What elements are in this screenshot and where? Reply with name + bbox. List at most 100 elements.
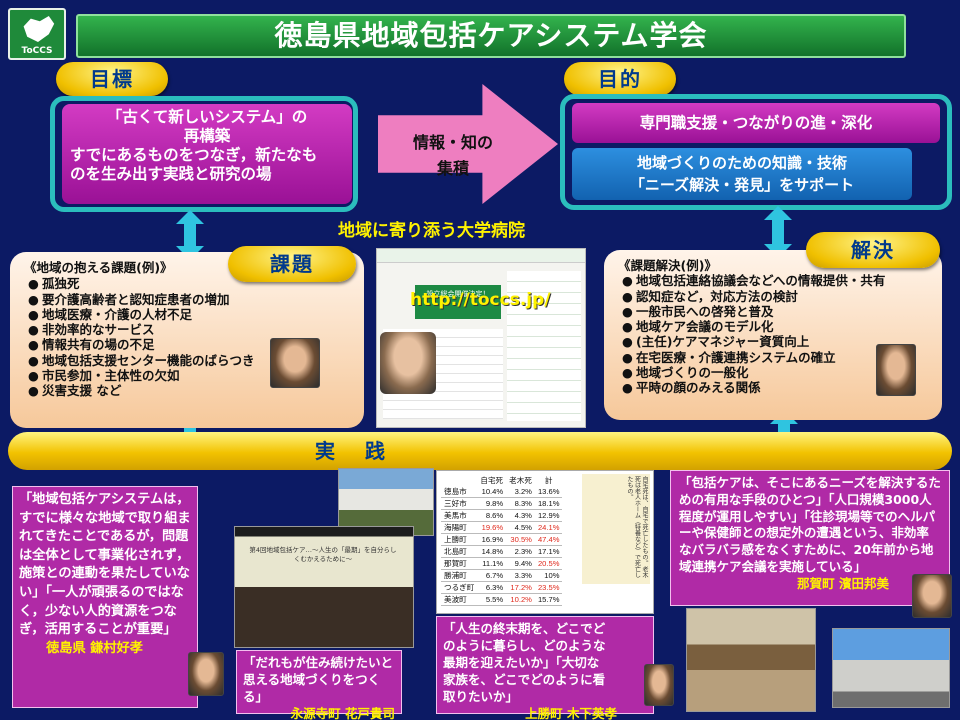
quote-signature: 徳島県 鎌村好孝	[46, 640, 143, 656]
toccs-logo: ToCCS	[8, 8, 66, 60]
quote-text: 「包括ケアは、そこにあるニーズを解決するための有用な手段のひとつ」「人口規模30…	[679, 475, 941, 574]
issue-item: 災害支援 など	[24, 383, 350, 399]
website-banner: 設立総会開催決定！	[415, 285, 501, 319]
table-cell: 10.2%	[506, 593, 535, 606]
person-photo	[380, 332, 436, 394]
purpose-item-2-line-2: 「ニーズ解決・発見」をサポート	[629, 176, 855, 194]
goal-line-1: 「古くて新しいシステム」の	[106, 108, 308, 126]
hospital-photo	[832, 628, 950, 708]
solution-tag: 解決	[806, 232, 940, 268]
issue-item: 地域包括支援センター機能のばらつき	[24, 353, 350, 369]
solution-item: 一般市民への啓発と普及	[618, 304, 928, 320]
table-cell: 30.5%	[506, 533, 535, 546]
table-cell: 2.3%	[506, 545, 535, 558]
table-cell: 美波町	[441, 593, 478, 606]
logo-text: ToCCS	[21, 46, 53, 56]
solution-item: 地域づくりの一般化	[618, 365, 928, 381]
issue-item: 地域医療・介護の人材不足	[24, 307, 350, 323]
website-screenshot[interactable]: 設立総会開催決定！	[376, 248, 586, 428]
goal-box: 「古くて新しいシステム」の 再構築 すでにあるものをつなぎ，新たなも のを生み出…	[62, 104, 352, 204]
quote-signature: 那賀町 濱田邦美	[797, 575, 889, 591]
quote-box: 「地域包括ケアシステムは，すでに様々な地域で取り組まれてきたことであるが，問題は…	[12, 486, 198, 708]
info-arrow-line-2: 集積	[436, 159, 469, 178]
solution-item: 地域包括連絡協議会などへの情報提供・共有	[618, 273, 928, 289]
person-photo	[876, 344, 916, 396]
practice-bar	[8, 432, 952, 470]
table-header: 計	[544, 476, 553, 485]
slide-caption: 第4回地域包括ケア…〜人生の「最期」を自分らしくむかえるために〜	[249, 546, 397, 563]
table-cell: 勝浦町	[441, 569, 478, 582]
issue-item: 要介護高齢者と認知症患者の増加	[24, 292, 350, 308]
table-cell: 10%	[534, 569, 563, 582]
table-cell: 24.1%	[534, 521, 563, 534]
quote-text: 「地域包括ケアシステムは，すでに様々な地域で取り組まれてきたことであるが，問題は…	[19, 492, 191, 638]
solution-item: 認知症など，対応方法の検討	[618, 289, 928, 305]
table-header	[441, 475, 477, 486]
goal-line-2: 再構築	[183, 127, 231, 145]
solutions-box: 《課題解決(例)》 地域包括連絡協議会などへの情報提供・共有 認知症など，対応方…	[604, 250, 942, 420]
quote-box: 「だれもが住み続けたいと思える地域づくりをつくる」 永源寺町 花戸貴司	[236, 650, 402, 720]
practice-label: 実践	[315, 439, 415, 463]
purpose-tag: 目的	[564, 62, 676, 96]
table-cell: 12.9%	[534, 509, 563, 522]
table-cell: 6.3%	[477, 581, 507, 594]
meeting-photo	[686, 608, 816, 712]
table-cell: 海陽町	[441, 521, 478, 534]
table-cell: 8.6%	[477, 509, 507, 522]
table-cell: 4.3%	[506, 509, 535, 522]
goal-tag: 目標	[56, 62, 168, 96]
table-cell: 3.3%	[506, 569, 535, 582]
table-cell: 13.6%	[534, 486, 563, 498]
table-note: 自宅死は、自宅で死亡したもの。老木死は老人ホーム（特養など）で死亡したもの。	[582, 474, 650, 584]
goal-line-3: すでにあるものをつなぎ，新たなも	[70, 146, 318, 164]
website-url-link[interactable]: http://toccs.jp/	[410, 290, 551, 310]
table-cell: 8.3%	[506, 497, 535, 510]
table-cell: 三好市	[441, 497, 478, 510]
building-photo	[338, 468, 434, 536]
quote-text: 「だれもが住み続けたいと思える地域づくりをつくる」	[243, 655, 394, 704]
person-photo	[188, 652, 224, 696]
solution-item: (主任)ケアマネジャー資質向上	[618, 334, 928, 350]
table-cell: つるぎ町	[441, 581, 478, 594]
page-title: 徳島県地域包括ケアシステム学会	[76, 14, 906, 58]
table-cell: 徳島市	[441, 486, 478, 498]
table-cell: 北島町	[441, 545, 478, 558]
solution-item: 在宅医療・介護連携システムの確立	[618, 350, 928, 366]
person-photo	[912, 574, 952, 618]
solutions-heading: 《課題解決(例)》	[618, 258, 717, 273]
table-cell: 11.1%	[477, 557, 507, 570]
table-header: 自宅死	[480, 476, 504, 485]
quote-signature: 上勝町 木下英孝	[525, 706, 617, 720]
solution-item: 平時の顔のみえる関係	[618, 380, 928, 396]
table-cell: 美馬市	[441, 509, 478, 522]
table-cell: 20.5%	[534, 557, 563, 570]
table-cell: 10.4%	[477, 486, 507, 498]
issue-item: 市民参加・主体性の欠如	[24, 368, 350, 384]
table-cell: 18.1%	[534, 497, 563, 510]
issue-item: 非効率的なサービス	[24, 322, 350, 338]
table-cell: 6.7%	[477, 569, 507, 582]
info-arrow-line-1: 情報・知の	[412, 133, 493, 152]
table-cell: 3.2%	[506, 486, 535, 498]
table-header: 老木死	[509, 476, 532, 485]
subtitle: 地域に寄り添う大学病院	[338, 221, 525, 241]
issues-tag: 課題	[228, 246, 356, 282]
purpose-item-1: 専門職支援・つながりの進・深化	[572, 103, 940, 143]
table-cell: 9.4%	[506, 557, 535, 570]
solution-item: 地域ケア会議のモデル化	[618, 319, 928, 335]
table-cell: 47.4%	[534, 533, 563, 546]
purpose-frame	[560, 94, 952, 210]
issue-item: 孤独死	[24, 276, 350, 292]
person-photo	[270, 338, 320, 388]
table-cell: 15.7%	[534, 593, 563, 606]
